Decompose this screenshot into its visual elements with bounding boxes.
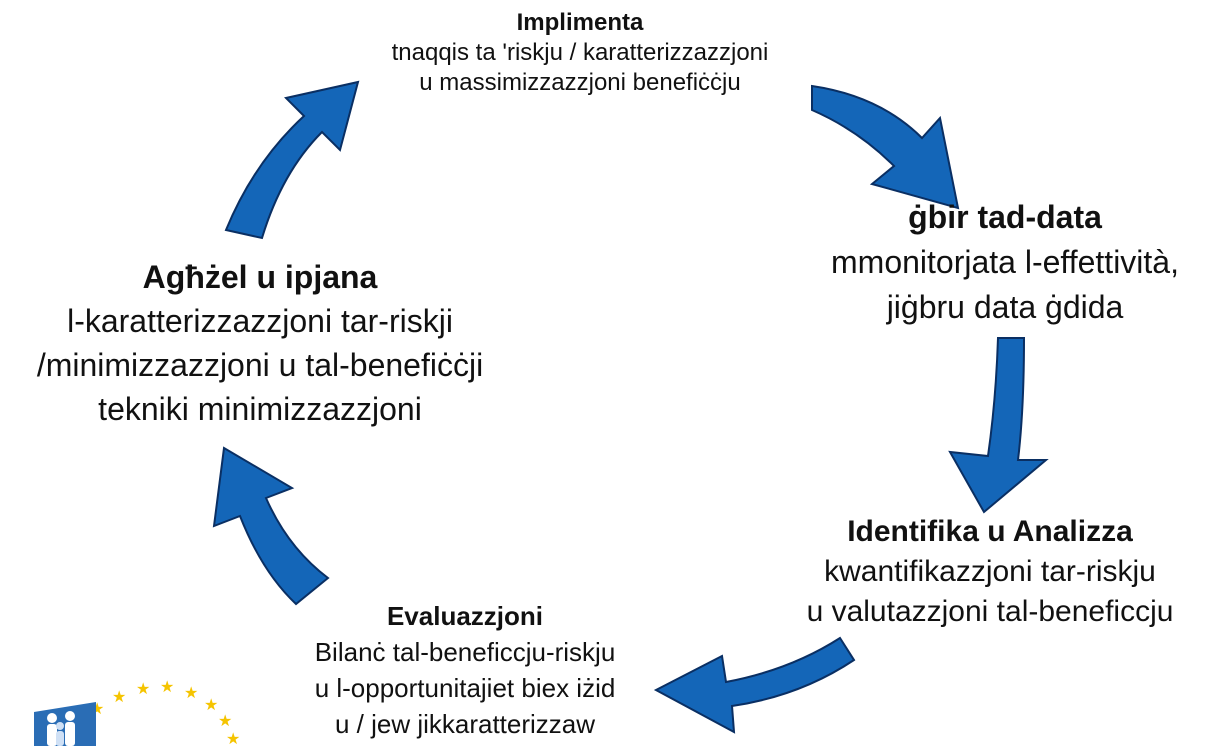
svg-text:★: ★ xyxy=(218,711,232,730)
node-collect-title: ġbir tad-data xyxy=(908,199,1102,235)
node-evaluate-line-3: u / jew jikkaratterizzaw xyxy=(334,709,596,739)
svg-text:★: ★ xyxy=(226,729,240,746)
node-evaluate-line-1: Bilanċ tal-beneficcju-riskju xyxy=(314,637,616,667)
arrow-collect-to-identify xyxy=(948,337,1049,514)
svg-text:★: ★ xyxy=(160,680,174,696)
eu-stars-arc: ★ ★ ★ ★ ★ ★ ★ ★ xyxy=(90,680,240,746)
node-collect-line-1: mmonitorjata l-effettività, xyxy=(831,244,1179,280)
arrow-evaluate-to-act xyxy=(212,446,330,606)
node-act-line-3: tekniki minimizzazzjoni xyxy=(98,391,422,427)
node-evaluate-title: Evaluazzjoni xyxy=(386,601,544,631)
node-identify-title: Identifika u Analizza xyxy=(847,515,1133,548)
arrow-act-to-implement xyxy=(224,80,360,240)
node-evaluate: Evaluazzjoni Bilanċ tal-beneficcju-riskj… xyxy=(255,598,675,742)
node-implement-title: Implimenta xyxy=(516,9,644,36)
node-act: Agħżel u ipjana l-karatterizzazzjoni tar… xyxy=(0,255,520,431)
node-implement-line-2: u massimizzazzjoni benefiċċju xyxy=(419,69,741,96)
node-act-line-2: /minimizzazzjoni u tal-benefiċċji xyxy=(36,347,484,383)
svg-text:★: ★ xyxy=(184,683,198,702)
node-act-line-1: l-karatterizzazzjoni tar-riskji xyxy=(67,303,453,339)
node-implement: Implimenta tnaqqis ta 'riskju / karatter… xyxy=(300,8,860,98)
node-implement-line-1: tnaqqis ta 'riskju / karatterizzazzjoni xyxy=(391,39,769,66)
ema-logo-people-icon: ★ ★ ★ ★ ★ ★ ★ ★ xyxy=(34,680,240,746)
node-collect-line-2: jiġbru data ġdida xyxy=(886,289,1124,325)
node-identify: Identifika u Analizza kwantifikazzjoni t… xyxy=(760,512,1220,632)
svg-text:★: ★ xyxy=(204,695,218,714)
node-act-title: Agħżel u ipjana xyxy=(142,259,378,295)
arrow-implement-to-collect xyxy=(811,84,960,210)
svg-text:★: ★ xyxy=(136,680,150,698)
node-identify-line-2: u valutazzjoni tal-beneficcju xyxy=(806,595,1174,628)
node-identify-line-1: kwantifikazzjoni tar-riskju xyxy=(824,555,1156,588)
node-evaluate-line-2: u l-opportunitajiet biex iżid xyxy=(314,673,616,703)
node-collect: ġbir tad-data mmonitorjata l-effettività… xyxy=(790,195,1220,330)
svg-text:★: ★ xyxy=(112,687,126,706)
arrow-identify-to-evaluate xyxy=(653,636,856,734)
